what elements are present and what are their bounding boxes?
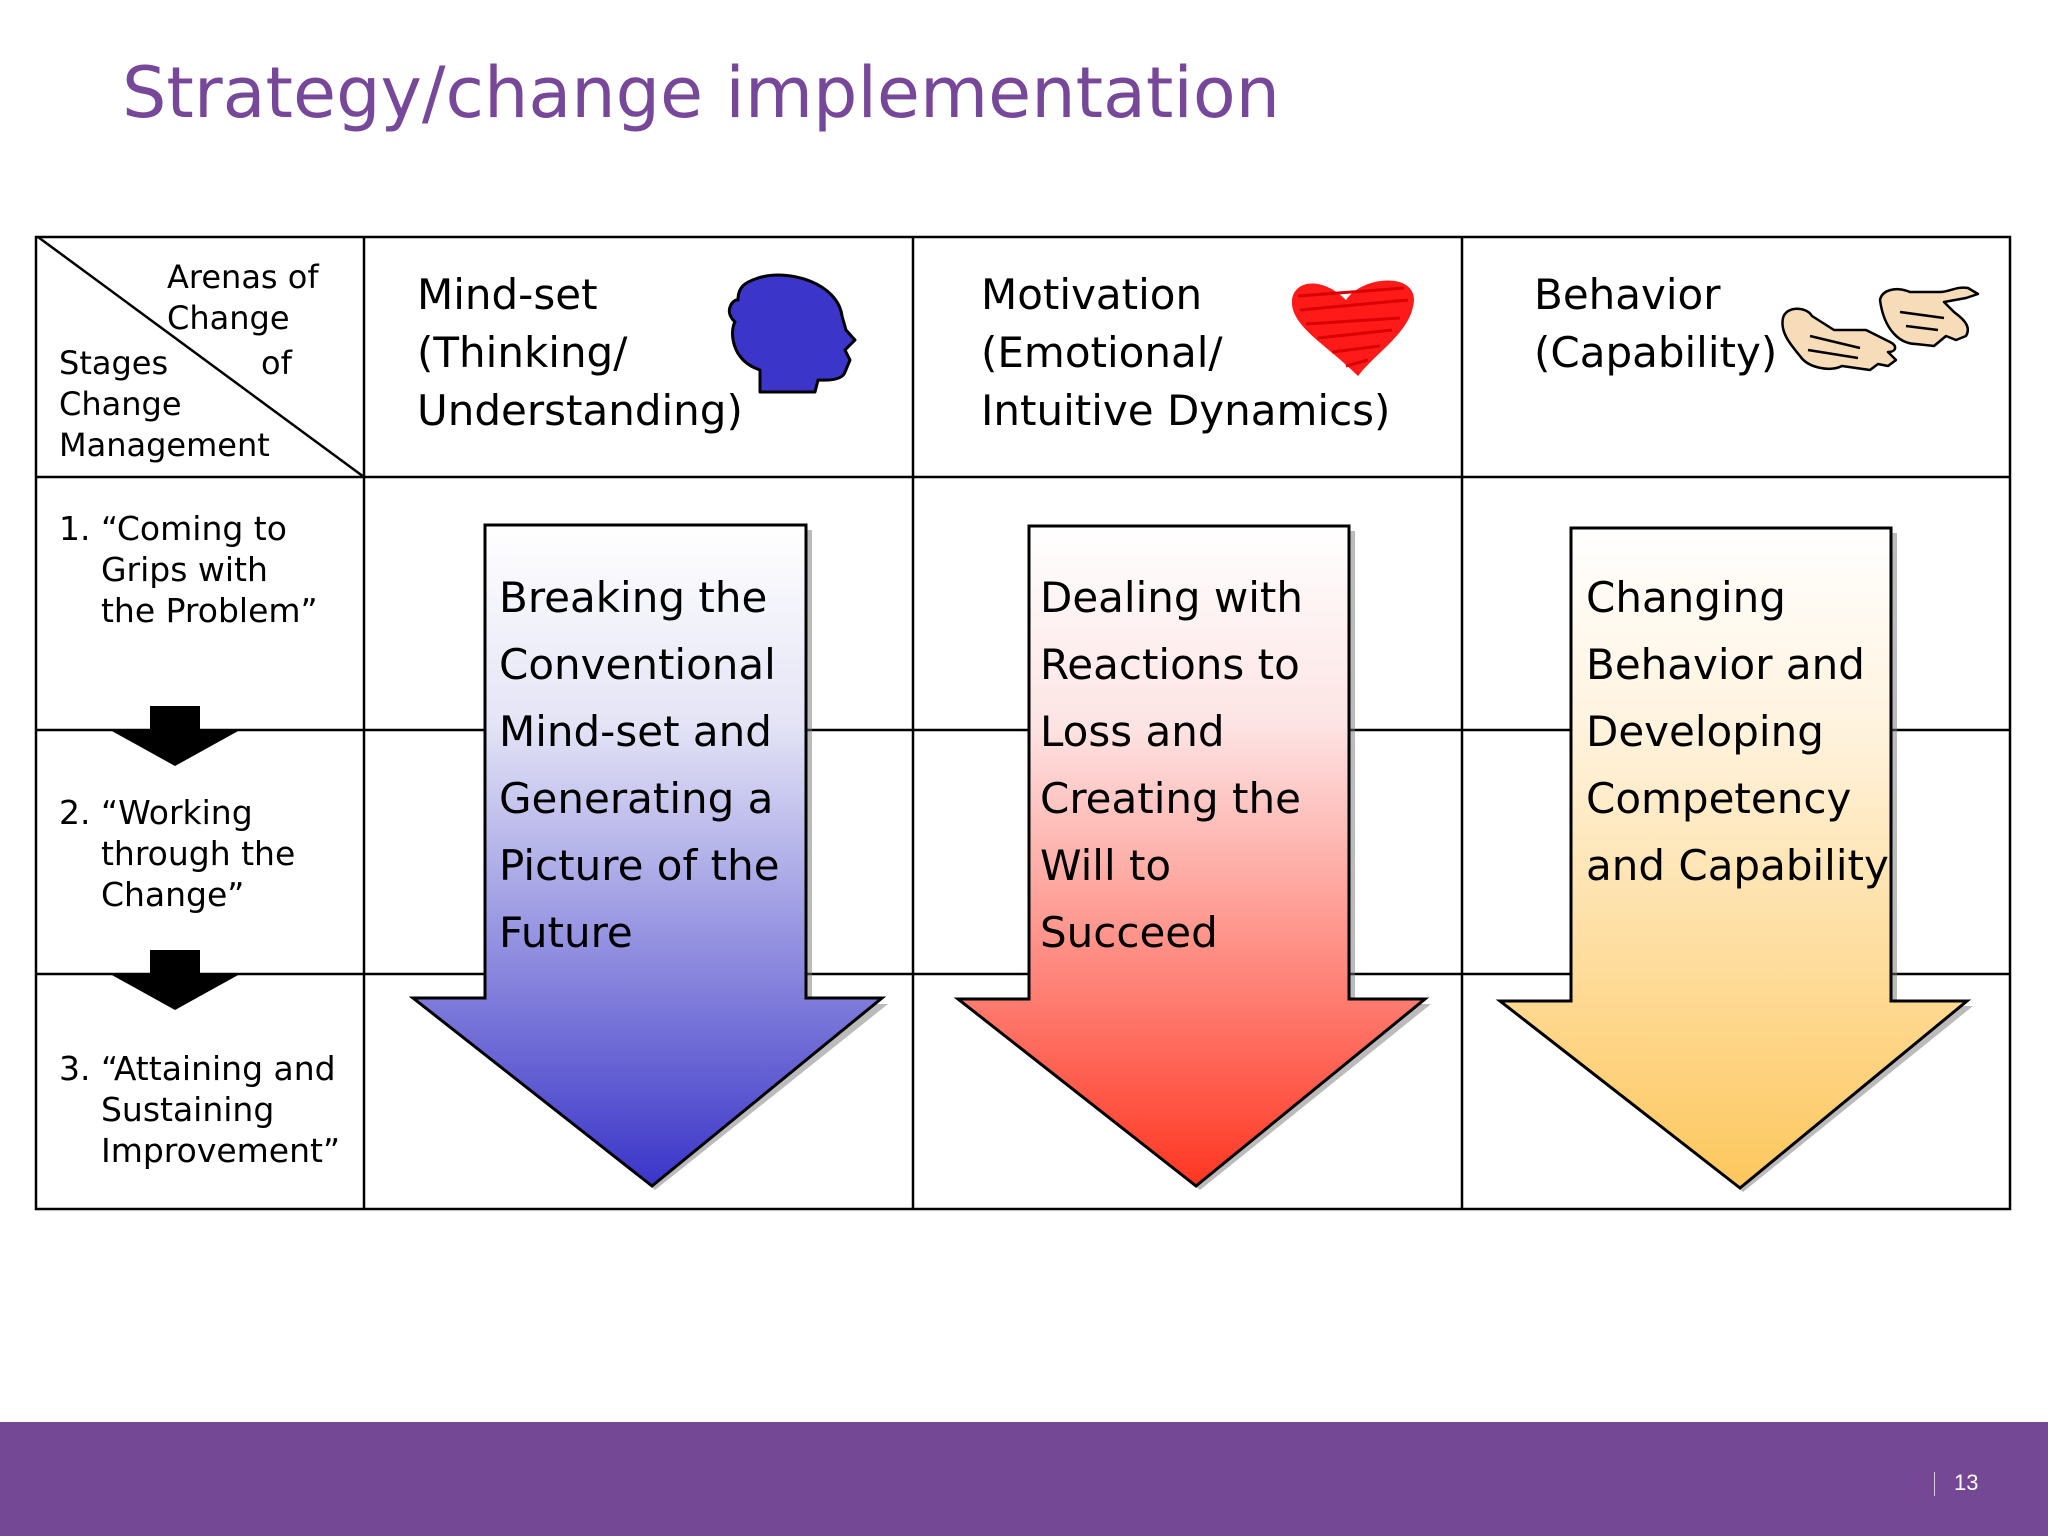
- arrow-text-line: and Capability: [1586, 841, 1889, 890]
- arrow-text-line: Dealing with: [1040, 573, 1303, 622]
- column-header-line: Understanding): [417, 386, 743, 435]
- arrow-text-line: Creating the: [1040, 774, 1301, 823]
- footer-bar: 13: [0, 1422, 2048, 1536]
- arrow-mindset: [408, 523, 888, 1190]
- stage-arrow-2-icon: [110, 950, 240, 1010]
- corner-stages-label: Stages: [59, 344, 169, 382]
- arrow-text-line: Succeed: [1040, 908, 1218, 957]
- column-header-line: Mind-set: [417, 270, 598, 319]
- column-header-line: Intuitive Dynamics): [981, 386, 1391, 435]
- arrow-text-line: Reactions to: [1040, 640, 1300, 689]
- arrow-text-line: Changing: [1586, 573, 1786, 622]
- column-header-behavior: Behavior (Capability): [1534, 266, 1777, 382]
- column-header-line: Behavior: [1534, 270, 1721, 319]
- stage-label-1: 1. “Coming to Grips with the Problem”: [59, 509, 318, 630]
- head-icon: [727, 273, 857, 394]
- arrow-text-behavior: Changing Behavior and Developing Compete…: [1586, 564, 1889, 899]
- column-header-line: (Thinking/: [417, 328, 628, 377]
- arrow-text-line: Competency: [1586, 774, 1852, 823]
- arrow-text-line: Picture of the: [499, 841, 780, 890]
- arrow-text-line: Loss and: [1040, 707, 1225, 756]
- corner-arenas-label-1: Arenas of: [167, 258, 319, 296]
- column-header-line: Motivation: [981, 270, 1203, 319]
- stage-arrow-1-icon: [110, 706, 240, 766]
- column-header-motivation: Motivation (Emotional/ Intuitive Dynamic…: [981, 266, 1390, 440]
- slide-title: Strategy/change implementation: [122, 52, 1281, 134]
- arrow-text-line: Conventional: [499, 640, 776, 689]
- arrow-text-line: Mind-set and: [499, 707, 772, 756]
- arrow-text-mindset: Breaking the Conventional Mind-set and G…: [499, 564, 780, 966]
- column-header-line: (Emotional/: [981, 328, 1223, 377]
- column-header-line: (Capability): [1534, 328, 1778, 377]
- corner-arenas-label-2: Change: [167, 299, 290, 337]
- arrow-text-line: Will to: [1040, 841, 1172, 890]
- arrow-motivation: [953, 524, 1431, 1190]
- arrow-text-line: Future: [499, 908, 633, 957]
- corner-change-label: Change: [59, 385, 182, 423]
- corner-of-label: of: [261, 344, 292, 382]
- page-number: 13: [1954, 1470, 1979, 1495]
- arrow-text-line: Developing: [1586, 707, 1824, 756]
- arrow-text-line: Behavior and: [1586, 640, 1865, 689]
- arrow-text-line: Generating a: [499, 774, 774, 823]
- arrow-text-motivation: Dealing with Reactions to Loss and Creat…: [1040, 564, 1303, 966]
- footer-separator: [1934, 1472, 1935, 1496]
- heart-icon: [1291, 280, 1414, 376]
- corner-management-label: Management: [59, 426, 270, 464]
- arrow-behavior: [1495, 526, 1973, 1192]
- arrow-text-line: Breaking the: [499, 573, 768, 622]
- column-header-mindset: Mind-set (Thinking/ Understanding): [417, 266, 743, 440]
- stage-label-3: 3. “Attaining and Sustaining Improvement…: [59, 1049, 341, 1170]
- hands-icon: [1781, 286, 1980, 372]
- stage-label-2: 2. “Working through the Change”: [59, 793, 296, 914]
